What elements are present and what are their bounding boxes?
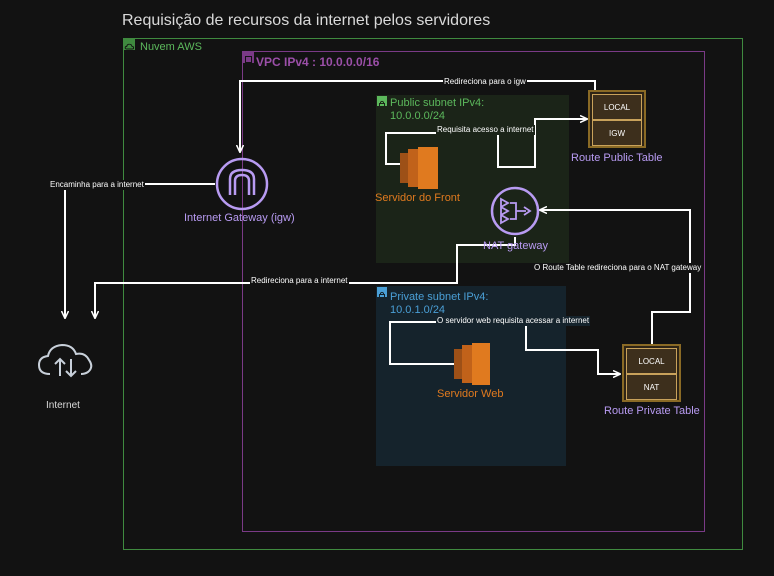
route-public-table: LOCAL IGW	[588, 90, 646, 148]
edge-redirect-igw	[240, 80, 596, 152]
edge-label-front-request: Requisita acesso a internet	[436, 125, 535, 135]
edge-nat-redirect-internet	[95, 237, 516, 318]
diagram-title: Requisição de recursos da internet pelos…	[122, 12, 491, 29]
route-public-table-label: Route Public Table	[571, 152, 663, 164]
edge-route-to-nat	[540, 210, 691, 344]
private-subnet-cidr: 10.0.1.0/24	[390, 304, 446, 316]
vpc-label: VPC IPv4 : 10.0.0.0/16	[256, 55, 380, 69]
public-subnet-label: Public subnet IPv4:	[390, 97, 485, 109]
internet-gateway-label: Internet Gateway (igw)	[184, 212, 295, 224]
route-private-table-label: Route Private Table	[604, 405, 700, 417]
lock-icon	[377, 96, 387, 108]
edge-label-redirect-igw: Redireciona para o igw	[443, 77, 527, 87]
nat-gateway-label: NAT gateway	[483, 240, 549, 252]
lock-icon	[377, 287, 387, 299]
private-subnet-label: Private subnet IPv4:	[390, 291, 489, 303]
edge-forward-internet	[65, 183, 215, 318]
aws-cloud-group	[123, 38, 743, 550]
edge-web-request	[389, 321, 620, 374]
edge-label-nat-redirect-internet: Redireciona para a internet	[250, 276, 349, 286]
web-server-label: Servidor Web	[437, 388, 504, 400]
ec2-instance-icon	[454, 343, 490, 385]
internet-cloud-icon	[37, 343, 93, 378]
front-server-label: Servidor do Front	[375, 192, 460, 204]
route-row: IGW	[592, 120, 642, 146]
ec2-instance-icon	[400, 147, 438, 189]
edge-label-route-to-nat: O Route Table redireciona para o NAT gat…	[533, 263, 703, 273]
internet-gateway-icon	[215, 157, 269, 211]
cloud-icon	[124, 39, 135, 50]
route-row: NAT	[626, 374, 677, 400]
vpc-group	[242, 51, 705, 532]
route-private-table: LOCAL NAT	[622, 344, 681, 402]
route-row: LOCAL	[592, 94, 642, 120]
aws-cloud-label: Nuvem AWS	[140, 41, 202, 53]
route-row: LOCAL	[626, 348, 677, 374]
public-subnet-cidr: 10.0.0.0/24	[390, 110, 446, 122]
internet-label: Internet	[46, 400, 80, 411]
nat-gateway-icon	[490, 186, 540, 236]
edge-front-request	[385, 119, 587, 168]
edge-label-forward-internet: Encaminha para a internet	[49, 180, 145, 190]
edge-label-web-request: O servidor web requisita acessar a inter…	[436, 316, 591, 326]
vpc-icon	[243, 52, 254, 63]
